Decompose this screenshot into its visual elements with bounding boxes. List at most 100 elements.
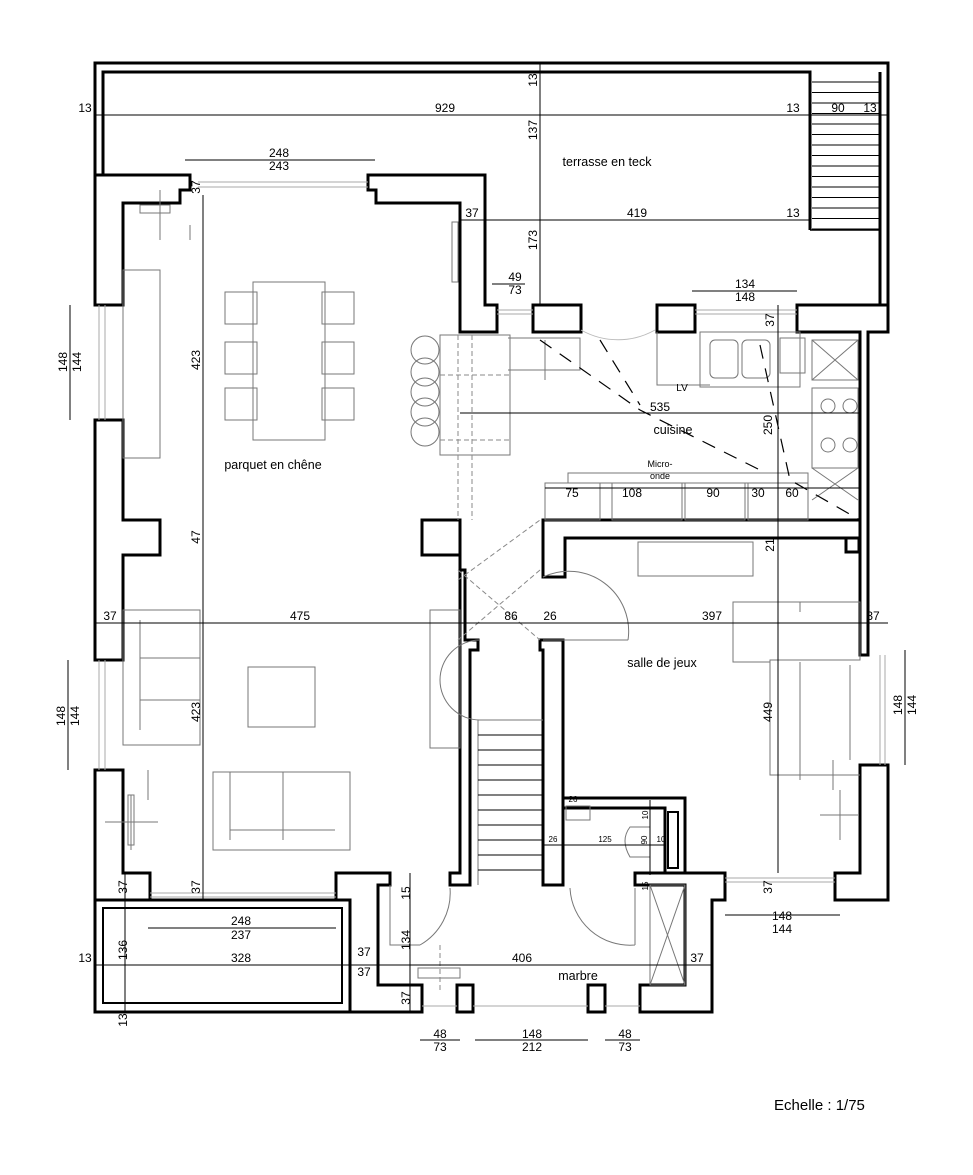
dim-label: 13 — [78, 101, 92, 115]
dim-label: 15 — [399, 886, 413, 900]
room-label-living: parquet en chêne — [224, 458, 321, 472]
washing-machine-label: LV — [676, 383, 688, 394]
sideboard — [122, 269, 161, 459]
room-label-kitchen: cuisine — [654, 423, 693, 437]
dim-label: 75 — [565, 486, 579, 500]
room-label-entrance: marbre — [558, 969, 598, 983]
dim-label: 37 — [763, 313, 777, 327]
dining-chair — [321, 341, 355, 375]
dining-chair — [321, 291, 355, 325]
terrace-stairs — [812, 81, 880, 230]
sofa-left — [122, 609, 201, 746]
dining-chair — [224, 291, 258, 325]
dim-label: 73 — [618, 1040, 632, 1054]
dim-label: 13 — [526, 73, 540, 87]
dim-label: 37 — [189, 880, 203, 894]
dim-label: 73 — [508, 283, 522, 297]
coffee-table — [247, 666, 316, 728]
dim-label: 10 — [657, 835, 666, 844]
dim-label: 134 — [735, 277, 755, 291]
dim-label: 26 — [569, 795, 578, 804]
dim-label: 37 — [103, 609, 117, 623]
dim-label: 248 — [231, 914, 251, 928]
dining-chair — [224, 341, 258, 375]
scale-label: Echelle : 1/75 — [774, 1097, 865, 1114]
bar-stool — [410, 335, 440, 365]
dim-label: 449 — [761, 702, 775, 722]
sink-counter — [699, 331, 801, 388]
dim-label: 47 — [189, 530, 203, 544]
bar-stool — [410, 357, 440, 387]
dim-label: 423 — [189, 350, 203, 370]
dim-label: 406 — [512, 951, 532, 965]
dim-label: 237 — [231, 928, 251, 942]
dim-label: 13 — [786, 101, 800, 115]
dim-label: 73 — [433, 1040, 447, 1054]
dim-label: 136 — [116, 940, 130, 960]
dim-label: 90 — [831, 101, 845, 115]
dim-label: 86 — [504, 609, 518, 623]
dim-label: 423 — [189, 702, 203, 722]
hall-stairs — [477, 719, 543, 885]
terrace-walls — [93, 61, 890, 305]
kitchen-island — [439, 334, 511, 456]
windows — [98, 181, 886, 1007]
room-label-playroom: salle de jeux — [627, 656, 697, 670]
dim-label: 15 — [641, 881, 650, 890]
dim-label: 49 — [508, 270, 522, 284]
section-lines — [539, 339, 861, 521]
dim-label: 173 — [526, 230, 540, 250]
dim-label: 929 — [435, 101, 455, 115]
dimension-labels: 13 929 13 90 13 13 137 173 248 243 37 37… — [54, 73, 919, 1054]
dim-label: 144 — [68, 706, 82, 726]
dim-label: 13 — [863, 101, 877, 115]
dim-label: 148 — [54, 706, 68, 726]
microwave-label-1: Micro- — [648, 459, 673, 469]
bar-stool — [410, 377, 440, 407]
dim-label: 13 — [786, 206, 800, 220]
dining-table — [252, 281, 326, 441]
dim-label: 26 — [543, 609, 557, 623]
sofa-bottom — [212, 771, 351, 851]
dim-label: 90 — [706, 486, 720, 500]
dim-label: 60 — [785, 486, 799, 500]
bar-stool — [410, 417, 440, 447]
dim-label: 144 — [70, 352, 84, 372]
bar-stool — [410, 397, 440, 427]
dim-label: 248 — [269, 146, 289, 160]
dim-label: 250 — [761, 415, 775, 435]
dim-label: 90 — [640, 835, 649, 844]
dim-label: 328 — [231, 951, 251, 965]
dim-label: 48 — [618, 1027, 632, 1041]
room-labels: terrasse en teck parquet en chêne cuisin… — [224, 155, 697, 983]
dim-label: 10 — [641, 810, 650, 819]
dim-label: 37 — [357, 945, 371, 959]
furniture — [105, 190, 861, 990]
dining-chair — [224, 387, 258, 421]
dim-label: 212 — [522, 1040, 542, 1054]
dim-label: 37 — [866, 609, 880, 623]
dim-label: 21 — [763, 538, 777, 552]
microwave-label-2: onde — [650, 471, 670, 481]
dim-label: 397 — [702, 609, 722, 623]
dim-label: 134 — [399, 930, 413, 950]
dim-label: 475 — [290, 609, 310, 623]
dim-label: 37 — [357, 965, 371, 979]
dim-label: 148 — [522, 1027, 542, 1041]
dim-label: 144 — [905, 695, 919, 715]
dim-label: 148 — [735, 290, 755, 304]
dim-label: 148 — [56, 352, 70, 372]
dim-label: 137 — [526, 120, 540, 140]
dim-label: 13 — [116, 1013, 130, 1027]
dim-label: 30 — [751, 486, 765, 500]
dim-label: 26 — [549, 835, 558, 844]
dining-chair — [321, 387, 355, 421]
dim-label: 535 — [650, 400, 670, 414]
dim-label: 125 — [598, 835, 612, 844]
dim-label: 37 — [189, 180, 203, 194]
dim-label: 144 — [772, 922, 792, 936]
dim-label: 13 — [78, 951, 92, 965]
dim-label: 243 — [269, 159, 289, 173]
dim-label: 37 — [690, 951, 704, 965]
